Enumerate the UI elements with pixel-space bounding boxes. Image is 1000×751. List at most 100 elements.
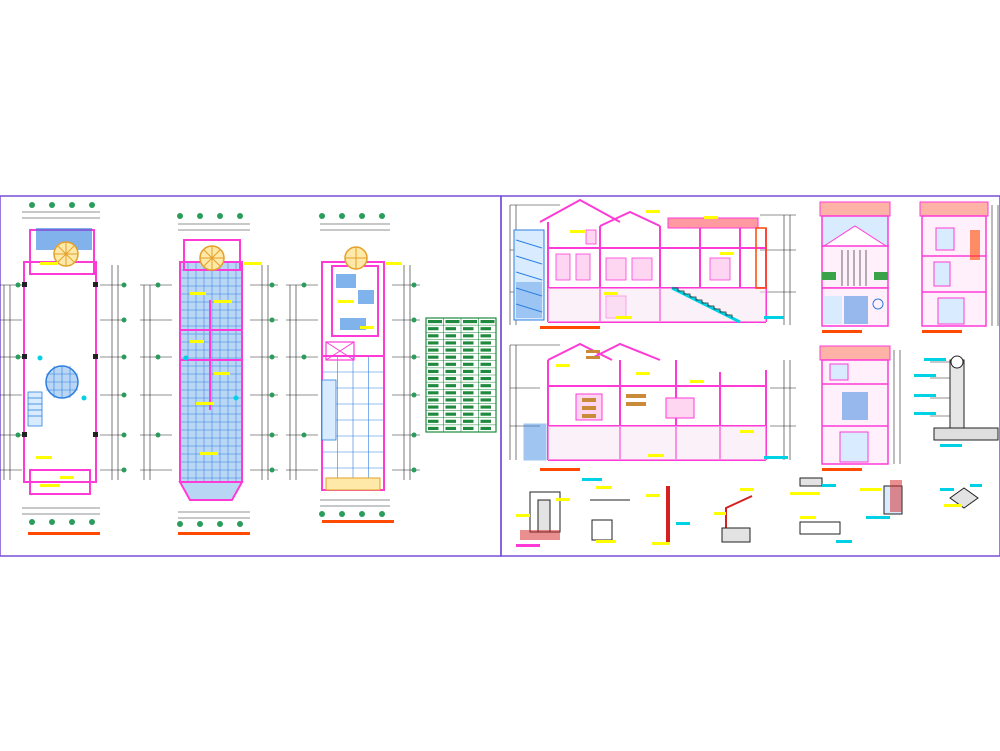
- detail-7: [940, 484, 982, 509]
- schedule-cell-text: [445, 320, 460, 324]
- schedule-cell-text: [480, 341, 491, 345]
- plan-1-columns: [22, 282, 98, 437]
- rear-elevation-door: [839, 431, 869, 463]
- schedule-cell-text: [428, 355, 439, 359]
- section-b-cyan-mark: [764, 456, 788, 459]
- schedule-cell-text: [445, 412, 456, 416]
- floor-plan-2[interactable]: [140, 213, 278, 535]
- side-elevation-dimension-lines: [991, 205, 999, 326]
- schedule-cell-text: [445, 348, 456, 352]
- sheet-frames: [0, 195, 1000, 557]
- schedule-cell-text: [445, 369, 456, 373]
- wall-section-detail[interactable]: [914, 355, 999, 447]
- schedule-cell-text: [463, 412, 474, 416]
- plan-1-round-feature: [45, 365, 79, 399]
- schedule-cell-text: [428, 377, 439, 381]
- side-elevation[interactable]: [919, 201, 999, 333]
- schedule-cell-text: [463, 334, 474, 338]
- schedule-cell-text: [463, 362, 474, 366]
- plan-1-title-bar: [28, 532, 100, 535]
- section-a-stair: [671, 286, 741, 324]
- section-b-annotations: [556, 364, 754, 457]
- section-a-basement-slab: [548, 288, 766, 322]
- detail-4: [714, 488, 754, 543]
- plan-3-stair-core: [321, 341, 355, 441]
- schedule-cell-text: [463, 419, 474, 423]
- front-elevation[interactable]: [819, 201, 891, 333]
- plan-2-title-bar: [178, 532, 250, 535]
- schedule-cell-text: [480, 348, 491, 352]
- schedule-cell-text: [480, 412, 491, 416]
- detail-5: [790, 477, 852, 543]
- section-b-kitchen: [665, 397, 695, 419]
- front-elevation-planters: [822, 272, 888, 280]
- schedule-cell-text: [463, 405, 474, 409]
- rear-elevation-roof: [819, 345, 891, 361]
- rear-elevation-dimension-lines: [893, 350, 901, 464]
- schedule-cell-text: [480, 362, 491, 366]
- plan-1-annotations: [36, 262, 74, 487]
- schedule-cell-text: [463, 391, 474, 395]
- construction-details-row[interactable]: [516, 477, 982, 547]
- front-elevation-columns: [841, 250, 867, 286]
- plan-1-axis-bubbles: [15, 202, 127, 525]
- schedule-cell-text: [445, 391, 456, 395]
- section-a-spiral-tower: [513, 229, 545, 321]
- wall-detail-footing: [933, 427, 999, 441]
- section-b-title-bar: [540, 468, 580, 471]
- rear-elevation-window-top: [829, 363, 849, 381]
- schedule-cell-text: [428, 327, 439, 331]
- schedule-cell-text: [463, 341, 474, 345]
- schedule-cell-text: [445, 362, 456, 366]
- schedule-cell-text: [445, 327, 456, 331]
- schedule-cell-text: [463, 355, 474, 359]
- plan-2-axis-bubbles: [155, 213, 275, 527]
- rear-elevation-window-mid: [842, 392, 868, 420]
- schedule-cell-text: [445, 341, 456, 345]
- front-elevation-garage: [824, 296, 842, 324]
- side-elevation-accent: [970, 230, 980, 260]
- schedule-cell-text: [428, 391, 439, 395]
- schedule-cell-text: [480, 405, 491, 409]
- schedule-cell-text: [445, 398, 456, 402]
- wall-detail-leaders: [930, 361, 950, 417]
- plan-3-title-bar: [322, 520, 394, 523]
- front-elevation-lamp: [872, 298, 884, 310]
- plan-2-section-marks: [183, 355, 239, 401]
- side-elevation-window-top: [935, 227, 955, 251]
- schedule-cell-text: [463, 426, 474, 430]
- schedule-cell-text: [463, 369, 474, 373]
- rear-elevation-title-bar: [822, 468, 862, 471]
- schedule-cell-text: [428, 334, 439, 338]
- section-b-dimension-lines: [509, 344, 796, 460]
- schedule-cell-text: [445, 334, 456, 338]
- schedule-cell-text: [480, 327, 491, 331]
- plan-3-interior: [336, 274, 374, 330]
- section-b-shelving: [582, 350, 646, 418]
- section-a-title-bar: [540, 326, 600, 329]
- rear-elevation[interactable]: [819, 345, 901, 471]
- plan-3-axis-bubbles: [301, 213, 417, 517]
- schedule-cell-text: [463, 327, 474, 331]
- section-b-left-stair: [523, 423, 547, 461]
- schedule-cell-text: [480, 369, 491, 373]
- schedule-cell-text: [480, 355, 491, 359]
- schedule-cell-text: [480, 426, 491, 430]
- building-section-a[interactable]: [509, 198, 796, 329]
- door-window-schedule-table[interactable]: [425, 317, 497, 433]
- plan-2-spiral-stair: [199, 245, 225, 271]
- floor-plan-1[interactable]: [0, 202, 127, 535]
- front-elevation-roof: [819, 201, 891, 217]
- right-sheet-frame[interactable]: [500, 195, 1000, 557]
- schedule-cell-text: [445, 377, 456, 381]
- detail-2: [582, 478, 630, 543]
- section-a-stair-steps: [672, 287, 733, 318]
- building-section-b[interactable]: [509, 342, 796, 471]
- plan-1-entry-block: [36, 228, 92, 250]
- schedule-cell-text: [428, 362, 439, 366]
- floor-plan-3[interactable]: [286, 213, 420, 523]
- schedule-cell-text: [445, 426, 456, 430]
- schedule-cell-text: [463, 384, 474, 388]
- schedule-cell-text: [428, 348, 439, 352]
